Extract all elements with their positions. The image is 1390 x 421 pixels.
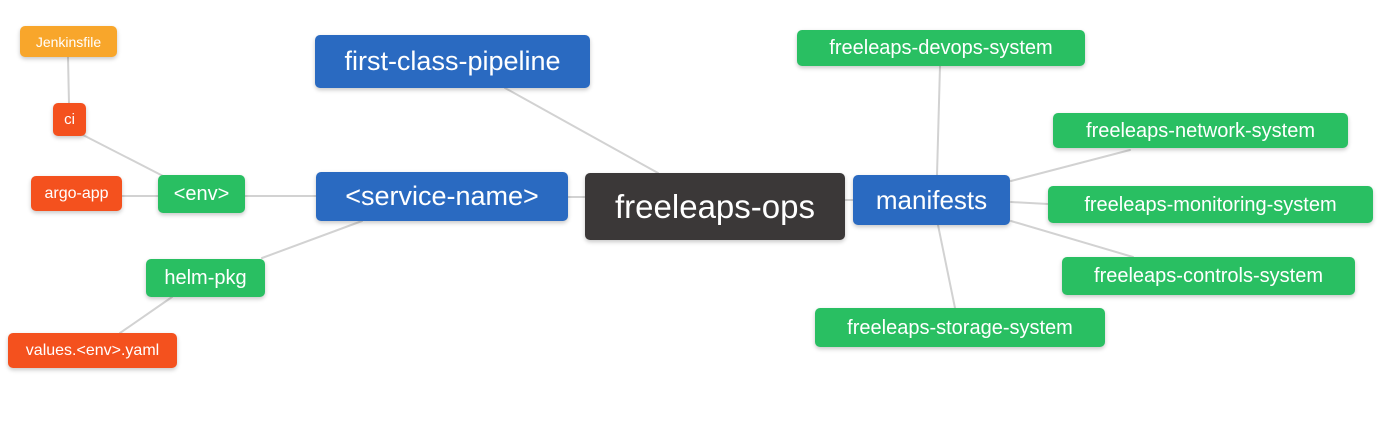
node-label: helm-pkg: [164, 267, 247, 289]
edge-ci-to-env: [82, 134, 164, 177]
edge-first-class-pipeline-to-freeleaps-ops: [504, 87, 659, 174]
node-freeleaps-network-system[interactable]: freeleaps-network-system: [1053, 113, 1348, 148]
edge-manifests-to-freeleaps-controls-system: [1010, 220, 1134, 258]
node-label: <env>: [173, 183, 230, 205]
node-label: first-class-pipeline: [344, 46, 561, 76]
node-label: manifests: [875, 185, 988, 215]
node-label: values.<env>.yaml: [25, 341, 160, 359]
node-freeleaps-controls-system[interactable]: freeleaps-controls-system: [1062, 257, 1355, 295]
edge-jenkinsfile-to-ci: [67, 56, 70, 105]
edge-values-env-yaml-to-helm-pkg: [119, 296, 173, 334]
node-manifests[interactable]: manifests: [853, 175, 1010, 225]
node-freeleaps-devops-system[interactable]: freeleaps-devops-system: [797, 30, 1085, 66]
node-label: freeleaps-monitoring-system: [1084, 193, 1337, 216]
node-service-name[interactable]: <service-name>: [316, 172, 568, 221]
edge-manifests-to-freeleaps-storage-system: [937, 224, 956, 309]
node-helm-pkg[interactable]: helm-pkg: [146, 259, 265, 297]
node-ci[interactable]: ci: [53, 103, 86, 136]
edge-manifests-to-freeleaps-devops-system: [936, 65, 941, 176]
edge-helm-pkg-to-service-name: [261, 220, 363, 259]
node-label: Jenkinsfile: [35, 33, 102, 50]
node-argo-app[interactable]: argo-app: [31, 176, 122, 211]
node-freeleaps-monitoring-system[interactable]: freeleaps-monitoring-system: [1048, 186, 1373, 223]
node-label: ci: [64, 111, 75, 128]
edge-manifests-to-freeleaps-network-system: [1010, 149, 1131, 182]
node-label: <service-name>: [345, 181, 539, 211]
node-label: freeleaps-storage-system: [847, 316, 1073, 339]
node-label: freeleaps-controls-system: [1094, 265, 1323, 287]
node-jenkinsfile[interactable]: Jenkinsfile: [20, 26, 117, 57]
node-label: freeleaps-ops: [615, 188, 815, 225]
node-freeleaps-ops[interactable]: freeleaps-ops: [585, 173, 845, 240]
node-label: freeleaps-devops-system: [829, 37, 1053, 59]
node-env[interactable]: <env>: [158, 175, 245, 213]
node-freeleaps-storage-system[interactable]: freeleaps-storage-system: [815, 308, 1105, 347]
node-first-class-pipeline[interactable]: first-class-pipeline: [315, 35, 590, 88]
node-label: freeleaps-network-system: [1086, 119, 1315, 142]
node-values-env-yaml[interactable]: values.<env>.yaml: [8, 333, 177, 368]
edge-manifests-to-freeleaps-monitoring-system: [1010, 201, 1049, 205]
node-label: argo-app: [44, 184, 109, 202]
